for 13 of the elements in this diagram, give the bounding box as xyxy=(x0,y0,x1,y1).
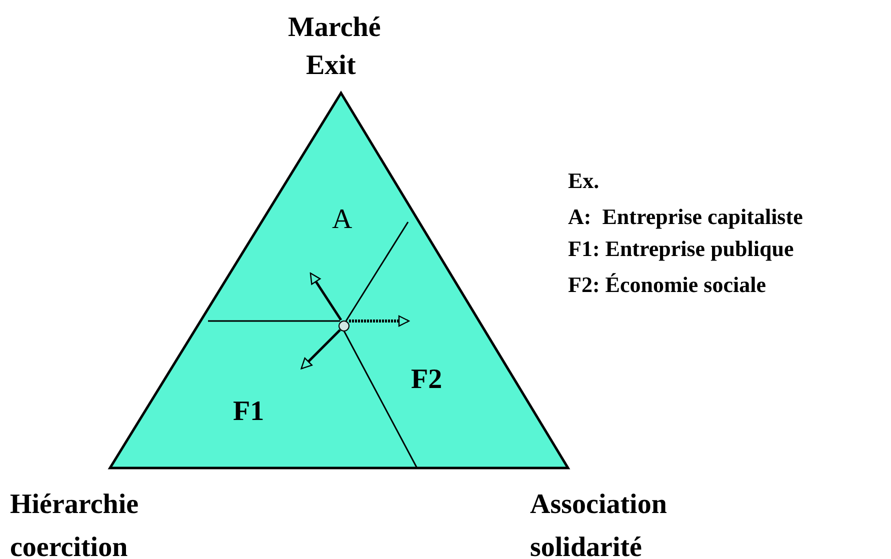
vertex-label: Marché xyxy=(288,14,381,42)
legend-entry: F2: Économie sociale xyxy=(568,274,766,296)
legend-entry: F1: Entreprise publique xyxy=(568,238,794,260)
vertex-label: Hiérarchie xyxy=(10,491,139,519)
legend-heading: Ex. xyxy=(568,170,600,192)
vertex-label: Exit xyxy=(306,52,356,80)
region-label: A xyxy=(332,206,352,234)
legend-entry: A: Entreprise capitaliste xyxy=(568,206,803,228)
region-label: F2 xyxy=(411,366,442,394)
vertex-label: solidarité xyxy=(530,534,642,559)
vertex-label: coercition xyxy=(10,534,128,559)
region-label: F1 xyxy=(233,398,264,426)
vertex-label: Association xyxy=(530,491,667,519)
